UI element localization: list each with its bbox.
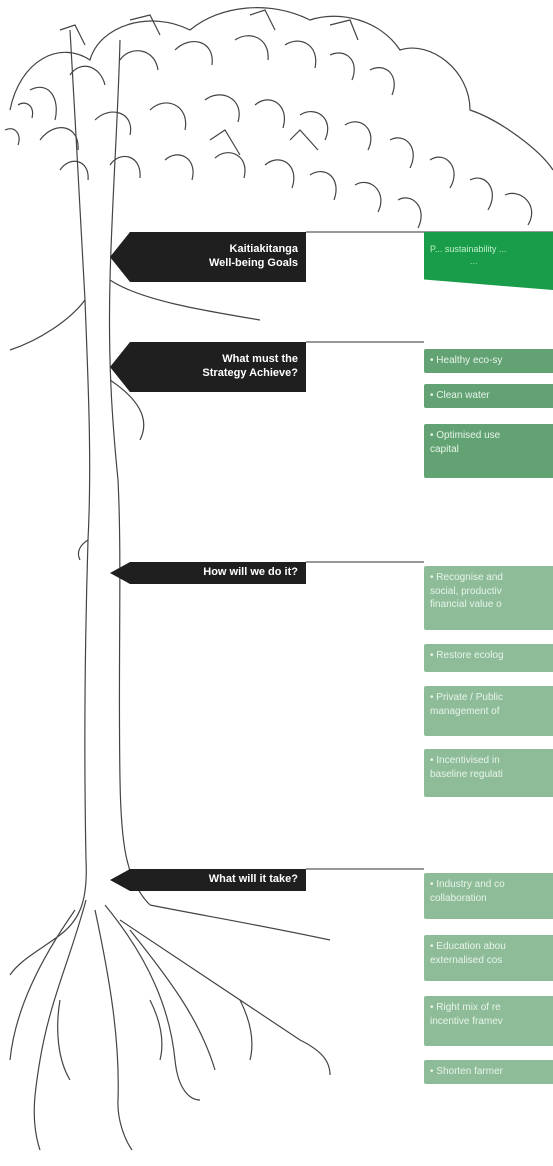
section-tag-how: How will we do it? — [110, 562, 306, 584]
tree-roots — [9, 899, 331, 1151]
requirement-item: • Industry and co collaboration — [424, 873, 553, 919]
section-tag-wellbeing-goals: Kaitiakitanga Well-being Goals — [110, 232, 306, 282]
section-tag-label: How will we do it? — [203, 566, 298, 579]
requirement-item: • Education abou externalised cos — [424, 935, 553, 981]
section-tag-label: What will it take? — [208, 873, 298, 886]
requirement-item: • Shorten farmer — [424, 1060, 553, 1084]
strategy-item: • Healthy eco-sy — [424, 349, 553, 373]
goal-banner-text: P... sustainability ... — [430, 244, 507, 254]
strategy-item: • Clean water — [424, 384, 553, 408]
requirement-item: • Right mix of re incentive framev — [424, 996, 553, 1046]
goal-banner: P... sustainability ... ... — [424, 232, 553, 290]
tree-trunk — [9, 29, 261, 936]
method-item: • Recognise and social, productiv financ… — [424, 566, 553, 630]
method-item: • Private / Public management of — [424, 686, 553, 736]
tree-canopy — [4, 7, 553, 229]
method-item: • Restore ecolog — [424, 644, 553, 672]
section-tag-what-it-takes: What will it take? — [110, 869, 306, 891]
method-item: • Incentivised in baseline regulati — [424, 749, 553, 797]
section-tag-label: Kaitiakitanga Well-being Goals — [208, 243, 298, 269]
section-tag-label: What must the Strategy Achieve? — [202, 353, 298, 379]
strategy-item: • Optimised use capital — [424, 424, 553, 478]
goal-banner-subtext: ... — [470, 256, 478, 266]
section-tag-strategy: What must the Strategy Achieve? — [110, 342, 306, 392]
